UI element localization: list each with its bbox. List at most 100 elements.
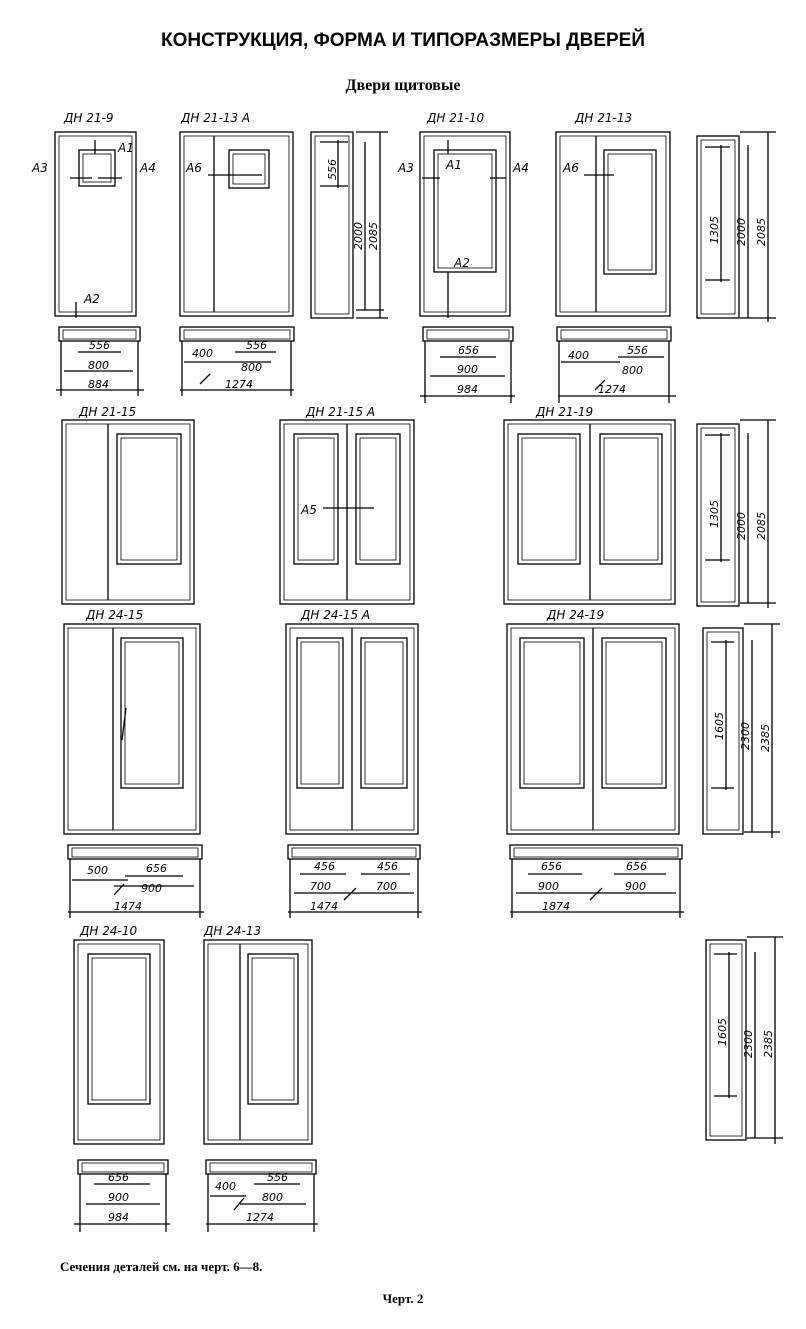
dim-panel: 656 — [458, 344, 479, 357]
door-dn24-15: ДН 24-15 — [63, 608, 201, 835]
marker-a5: A5 — [300, 503, 317, 517]
dim-leaf: 2300 — [739, 722, 752, 750]
door-dn21-15: ДН 21-15 — [61, 405, 195, 605]
plan-dn24-10: 656 900 984 — [74, 1159, 170, 1232]
dim-panel: 556 — [627, 344, 648, 357]
dim-panel-left: 656 — [541, 860, 562, 873]
dim-overall: 984 — [108, 1211, 129, 1224]
dim-overall: 2385 — [762, 1030, 775, 1058]
dim-leaf: 900 — [108, 1191, 129, 1204]
section-h21-b: 1305 2000 2085 — [696, 419, 776, 608]
dim-leaf: 800 — [88, 359, 109, 372]
dim-glass: 1305 — [708, 216, 721, 244]
dim-leaf-right: 900 — [625, 880, 646, 893]
dim-panel: 556 — [246, 339, 267, 352]
door-dn21-15a: ДН 21-15 А A5 — [279, 405, 415, 605]
dim-glass: 556 — [326, 159, 339, 180]
dim-overall: 2085 — [367, 222, 380, 250]
dim-leaf-right: 700 — [376, 880, 397, 893]
door-dn24-19: ДН 24-19 — [506, 608, 680, 835]
marker-a3: A3 — [31, 161, 48, 175]
dim-leaf: 900 — [457, 363, 478, 376]
dim-leaf: 2000 — [352, 222, 365, 250]
plan-dn24-13: 400 556 800 1274 — [205, 1159, 318, 1232]
marker-a6: A6 — [185, 161, 202, 175]
door-dn24-15a: ДН 24-15 А — [285, 608, 419, 835]
dim-leaf: 900 — [141, 882, 162, 895]
dim-leaf: 800 — [241, 361, 262, 374]
dim-overall: 2085 — [755, 512, 768, 540]
dim-overall: 1474 — [114, 900, 142, 913]
dim-panel-right: 456 — [377, 860, 398, 873]
marker-a1: A1 — [445, 158, 462, 172]
plan-dn21-13a: 400 556 800 1274 — [179, 326, 295, 396]
dim-overall: 1874 — [542, 900, 570, 913]
door-dn21-13a: ДН 21-13 А A6 — [179, 111, 294, 317]
marker-a6: A6 — [562, 161, 579, 175]
marker-a2: A2 — [453, 256, 470, 270]
plan-dn21-13: 400 556 800 1274 — [556, 326, 676, 403]
door-label: ДН 21-19 — [535, 405, 593, 419]
door-label: ДН 21-15 — [78, 405, 136, 419]
dim-overall: 2385 — [759, 724, 772, 752]
dim-overall: 1474 — [310, 900, 338, 913]
dim-panel-left: 456 — [314, 860, 335, 873]
dim-leaf-left: 900 — [538, 880, 559, 893]
marker-a3: A3 — [397, 161, 414, 175]
figure-caption: Черт. 2 — [382, 1291, 424, 1306]
dim-overall: 884 — [88, 378, 109, 391]
dim-leaf: 800 — [262, 1191, 283, 1204]
dim-side: 500 — [87, 864, 108, 877]
dim-leaf: 2300 — [742, 1030, 755, 1058]
door-label: ДН 21-13 — [574, 111, 632, 125]
marker-a4: A4 — [139, 161, 156, 175]
dim-leaf: 2000 — [735, 218, 748, 246]
door-label: ДН 24-19 — [546, 608, 604, 622]
plan-dn24-15a: 456 456 700 700 1474 — [287, 844, 422, 918]
door-label: ДН 24-15 — [85, 608, 143, 622]
door-label: ДН 21-10 — [426, 111, 484, 125]
dim-overall: 2085 — [755, 218, 768, 246]
door-label: ДН 24-10 — [79, 924, 137, 938]
door-label: ДН 21-15 А — [305, 405, 375, 419]
marker-a4: A4 — [512, 161, 529, 175]
dim-leaf-left: 700 — [310, 880, 331, 893]
door-label: ДН 24-13 — [203, 924, 261, 938]
dim-panel: 556 — [89, 339, 110, 352]
dim-side: 400 — [215, 1180, 236, 1193]
section-h24-b: 1605 2300 2385 — [705, 936, 783, 1144]
door-dn21-9: ДН 21-9 A1 A3 A4 A2 — [31, 111, 156, 318]
dim-panel: 556 — [267, 1171, 288, 1184]
dim-leaf: 2000 — [735, 512, 748, 540]
section-subtitle: Двери щитовые — [345, 77, 461, 94]
dim-overall: 984 — [457, 383, 478, 396]
marker-a2: A2 — [83, 292, 100, 306]
dim-glass: 1605 — [716, 1018, 729, 1046]
dim-panel: 656 — [108, 1171, 129, 1184]
dim-side: 400 — [192, 347, 213, 360]
door-dn24-10: ДН 24-10 — [73, 924, 165, 1145]
section-h21-solid: 556 2000 2085 — [310, 131, 388, 319]
door-label: ДН 21-13 А — [180, 111, 250, 125]
dim-leaf: 800 — [622, 364, 643, 377]
plan-dn21-9: 556 800 884 — [56, 326, 144, 396]
dim-overall: 1274 — [246, 1211, 274, 1224]
door-dn21-13: ДН 21-13 A6 — [555, 111, 671, 317]
door-dn24-13: ДН 24-13 — [203, 924, 313, 1145]
dim-side: 400 — [568, 349, 589, 362]
footnote: Сечения деталей см. на черт. 6—8. — [60, 1259, 263, 1274]
dim-panel-right: 656 — [626, 860, 647, 873]
dim-glass: 1305 — [708, 500, 721, 528]
door-dn21-10: ДН 21-10 A1 A3 A4 A2 — [397, 111, 529, 318]
section-h24-a: 1605 2300 2385 — [702, 623, 780, 838]
marker-a1: A1 — [117, 141, 134, 155]
page-title: КОНСТРУКЦИЯ, ФОРМА И ТИПОРАЗМЕРЫ ДВЕРЕЙ — [160, 30, 646, 51]
plan-dn24-19: 656 656 900 900 1874 — [509, 844, 684, 918]
dim-overall: 1274 — [598, 383, 626, 396]
dim-glass: 1605 — [713, 712, 726, 740]
door-label: ДН 21-9 — [63, 111, 113, 125]
plan-dn24-15: 500 656 900 1474 — [67, 844, 204, 918]
door-label: ДН 24-15 А — [300, 608, 370, 622]
section-h21-a: 1305 2000 2085 — [696, 131, 776, 322]
